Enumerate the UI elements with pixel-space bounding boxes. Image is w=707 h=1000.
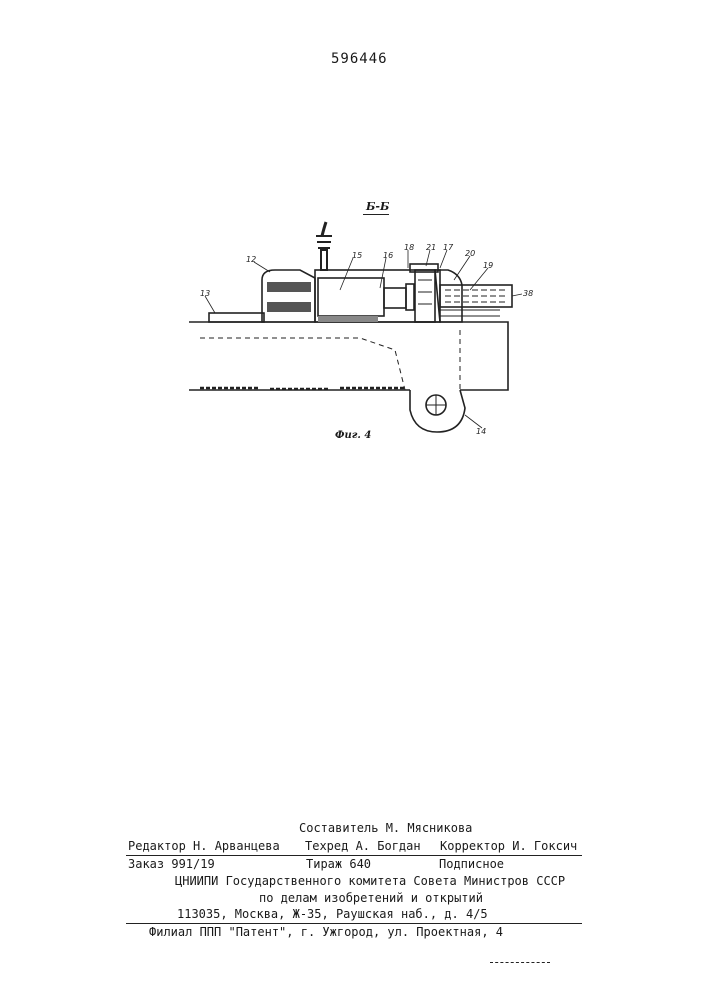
label-17: 17 (443, 243, 454, 252)
label-13: 13 (200, 289, 210, 298)
footer-rule-top (126, 855, 582, 856)
label-38: 38 (523, 289, 533, 298)
editor-credit: Редактор Н. Арванцева (128, 839, 280, 853)
cylinder-inner (318, 278, 384, 316)
label-20: 20 (465, 249, 475, 258)
part-labels: 12 15 16 18 21 17 20 19 13 14 38 (200, 243, 533, 436)
block-hatch (418, 280, 432, 304)
lug (410, 390, 465, 432)
footer-rule-bottom (126, 923, 582, 924)
workpiece-texture (445, 290, 505, 302)
institute-address: 113035, Москва, Ж-35, Раушская наб., д. … (177, 907, 488, 921)
bottom-strip (440, 310, 500, 316)
institute-name: ЦНИИПИ Государственного комитета Совета … (175, 874, 565, 888)
beam-bottom-hatch (200, 388, 405, 389)
label-14: 14 (476, 427, 486, 436)
subscription: Подписное (439, 857, 504, 871)
label-18: 18 (404, 243, 414, 252)
label-15: 15 (352, 251, 362, 260)
label-19: 19 (483, 261, 493, 270)
figure-caption: Фиг. 4 (335, 430, 371, 441)
branch-address: Филиал ППП "Патент", г. Ужгород, ул. Про… (149, 925, 503, 939)
corrector-credit: Корректор И. Гоксич (440, 839, 577, 853)
compiler-credit: Составитель М. Мясникова (299, 821, 472, 835)
techred-credit: Техред А. Богдан (305, 839, 421, 853)
housing-12 (262, 270, 315, 322)
housing-slot-top (267, 282, 311, 292)
bottom-plate (318, 316, 378, 322)
beam-hidden-line (200, 338, 405, 390)
plate-13 (209, 313, 264, 322)
page-mark (490, 962, 550, 963)
circulation: Тираж 640 (306, 857, 371, 871)
housing-slot-bottom (267, 302, 311, 312)
order-number: Заказ 991/19 (128, 857, 215, 871)
block-17 (415, 270, 435, 322)
institute-department: по делам изобретений и открытий (259, 891, 483, 905)
fitting (316, 236, 332, 270)
piston-rod (384, 288, 406, 308)
label-16: 16 (383, 251, 393, 260)
hose (322, 222, 326, 236)
label-12: 12 (246, 255, 256, 264)
rod-end (406, 284, 414, 310)
label-21: 21 (426, 243, 436, 252)
drawing-body (189, 222, 512, 432)
